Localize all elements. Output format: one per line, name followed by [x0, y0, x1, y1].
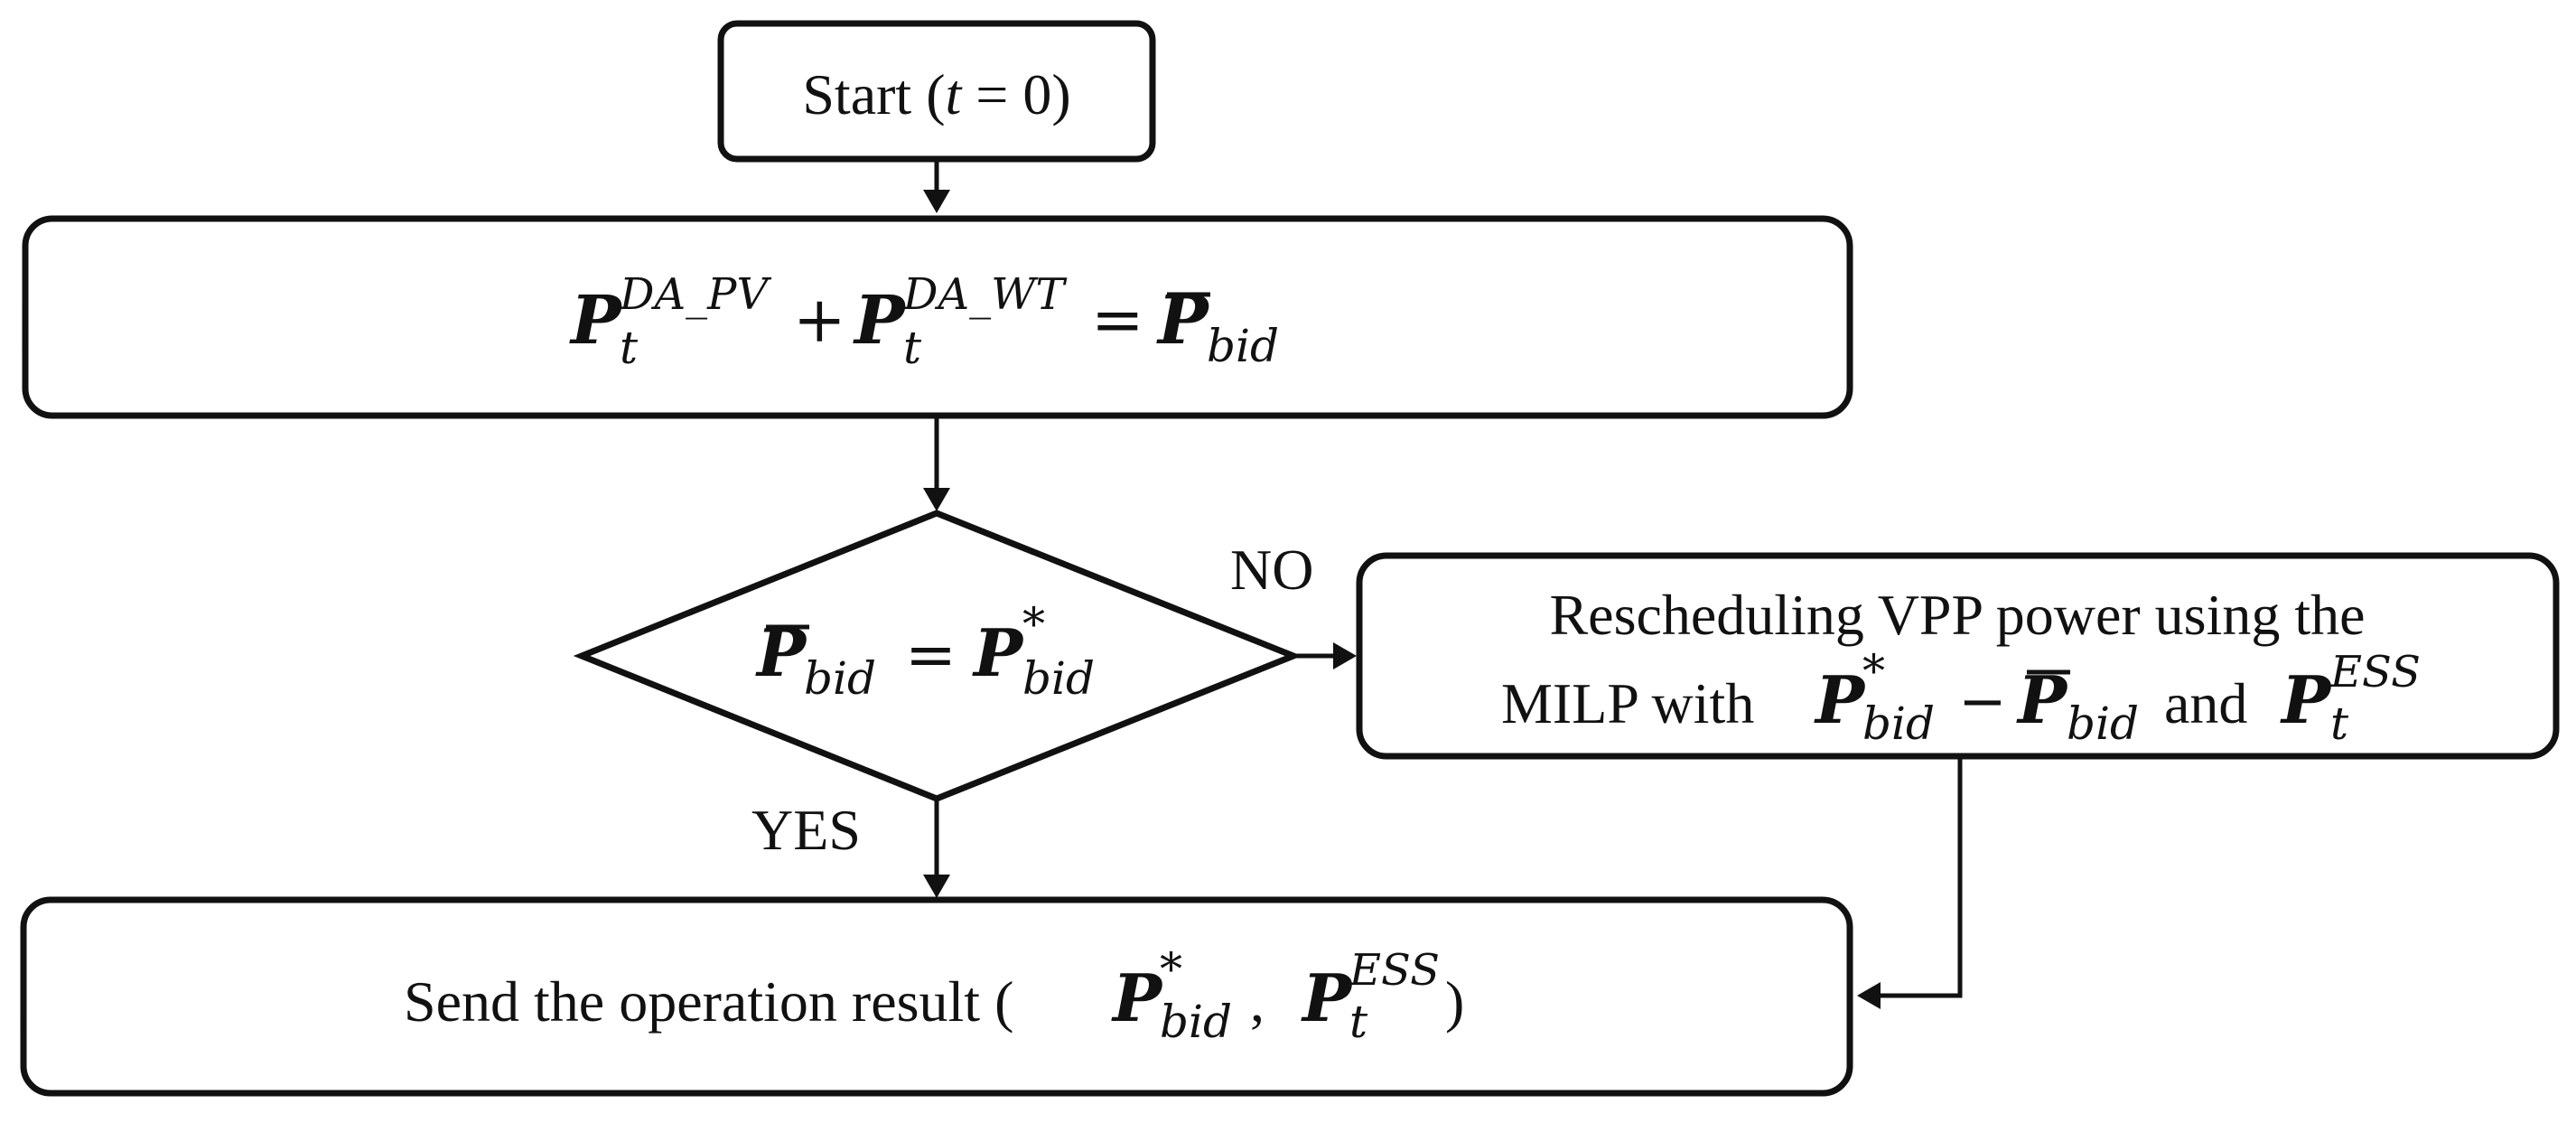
svg-text:=: =	[905, 620, 957, 691]
svg-text:bid: bid	[1207, 320, 1279, 372]
svg-text:MILP with: MILP with	[1501, 671, 1754, 735]
arrowhead-decision-to-send	[923, 875, 950, 898]
svg-text:P: P	[755, 614, 807, 691]
svg-text:bid: bid	[1022, 652, 1095, 705]
send-node	[20, 896, 1853, 1097]
svg-text:bid: bid	[2067, 697, 2139, 750]
svg-text:*: *	[1022, 598, 1045, 650]
arrowhead-decision-to-reschedule	[1333, 642, 1357, 669]
decision-equation: P bid = P * bid	[755, 598, 1095, 705]
svg-text:t: t	[903, 322, 922, 374]
svg-text:*: *	[1160, 943, 1182, 996]
svg-text:,: ,	[1236, 969, 1279, 1034]
start-label: Start (t = 0)	[802, 62, 1070, 126]
svg-text:P: P	[2016, 661, 2068, 738]
edge-reschedule-to-send	[1868, 756, 1963, 998]
reschedule-node	[1356, 552, 2560, 760]
svg-text:P: P	[2280, 661, 2332, 738]
svg-text:bid: bid	[1160, 996, 1232, 1048]
svg-text:): )	[1445, 969, 1464, 1034]
svg-text:t: t	[620, 322, 639, 374]
arrowhead-sum-to-decision	[923, 488, 950, 511]
svg-text:and: and	[2150, 671, 2262, 735]
send-label: Send the operation result ( P * bid , P …	[404, 943, 1464, 1048]
svg-text:P: P	[1156, 282, 1210, 360]
sum-node	[22, 215, 1853, 419]
svg-text:+: +	[793, 283, 846, 357]
svg-text:P: P	[853, 282, 907, 360]
svg-text:t: t	[1349, 996, 1368, 1048]
svg-text:−: −	[1958, 669, 2007, 735]
svg-text:Send the operation result (: Send the operation result (	[404, 969, 1013, 1034]
svg-text:P: P	[1111, 959, 1163, 1036]
edge-label-yes: YES	[751, 798, 861, 862]
sum-equation: P t DA_PV + P t DA_WT = P bid	[569, 269, 1279, 374]
svg-text:P: P	[1301, 959, 1353, 1036]
svg-text:*: *	[1862, 645, 1885, 697]
svg-text:bid: bid	[804, 652, 876, 705]
svg-text:P: P	[972, 614, 1024, 691]
start-node	[717, 20, 1156, 163]
edge-label-no: NO	[1230, 538, 1313, 602]
svg-text:=: =	[1091, 283, 1144, 357]
reschedule-line1: Rescheduling VPP power using the	[1549, 583, 2365, 647]
arrowhead-start-to-sum	[923, 190, 950, 213]
svg-text:ESS: ESS	[1349, 945, 1440, 996]
svg-text:ESS: ESS	[2329, 647, 2421, 697]
svg-text:bid: bid	[1862, 697, 1935, 750]
decision-node	[573, 510, 1302, 802]
svg-text:P: P	[569, 282, 623, 360]
svg-text:DA_WT: DA_WT	[902, 269, 1067, 320]
svg-text:DA_PV: DA_PV	[619, 269, 771, 320]
svg-text:P: P	[1814, 661, 1866, 738]
reschedule-line2: MILP with P * bid − P bid and P t ESS	[1501, 645, 2421, 750]
svg-text:t: t	[2330, 697, 2349, 750]
arrowhead-reschedule-to-send	[1857, 982, 1881, 1009]
